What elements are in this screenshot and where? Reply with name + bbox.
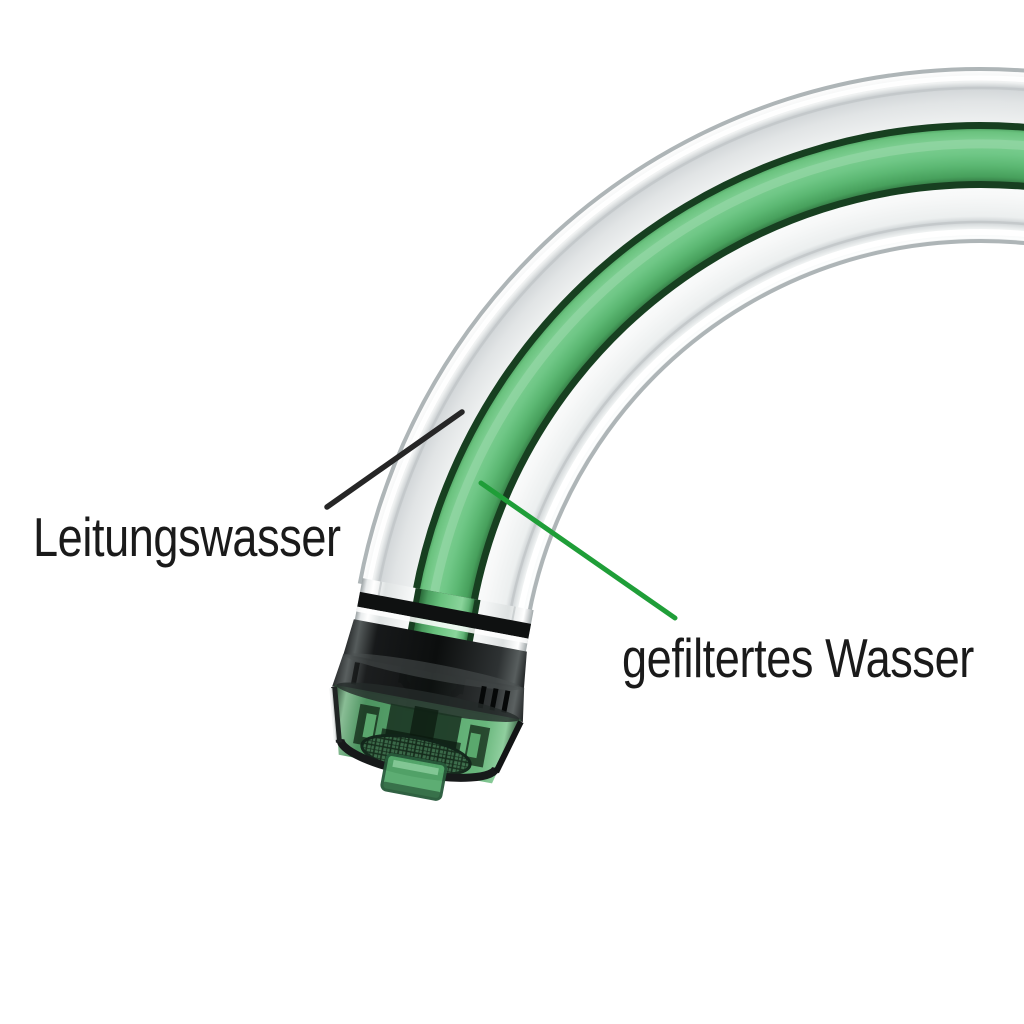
cup-edge-left xyxy=(331,686,342,743)
outlet-tab-shade xyxy=(381,781,442,800)
label-filtered-water: gefiltertes Wasser xyxy=(622,627,974,689)
housing-rib xyxy=(477,685,487,709)
outlet-tab-highlight xyxy=(392,759,439,776)
hose-highlight xyxy=(429,139,1024,599)
pipe-outer-highlight xyxy=(366,75,1024,586)
cup-glint-right xyxy=(466,732,481,759)
leader-line-tap-water xyxy=(324,409,465,510)
label-tap-water: Leitungswasser xyxy=(33,506,341,568)
housing-rib xyxy=(489,688,499,711)
hose-body xyxy=(418,129,1024,605)
cup-glint-left xyxy=(362,713,377,739)
aerator-head xyxy=(329,578,534,801)
pipe-inner-highlight xyxy=(517,229,1024,615)
cup-edge-right xyxy=(493,720,524,774)
cup-top-ring xyxy=(336,682,520,722)
housing-sheen xyxy=(345,653,523,691)
trim-band xyxy=(357,591,532,639)
cup-edge-highlight xyxy=(329,687,337,740)
inner-green-hose xyxy=(411,122,1024,606)
trim-band-highlight xyxy=(356,606,529,644)
head-glass-contour-right xyxy=(511,606,516,623)
head-shoulder xyxy=(342,619,527,690)
head-glass-contour-left xyxy=(377,581,383,598)
housing-rib xyxy=(501,690,511,713)
pipe-inner-contour xyxy=(508,220,1024,613)
housing-rib xyxy=(350,662,360,685)
leader-line-filtered-water xyxy=(478,480,678,621)
